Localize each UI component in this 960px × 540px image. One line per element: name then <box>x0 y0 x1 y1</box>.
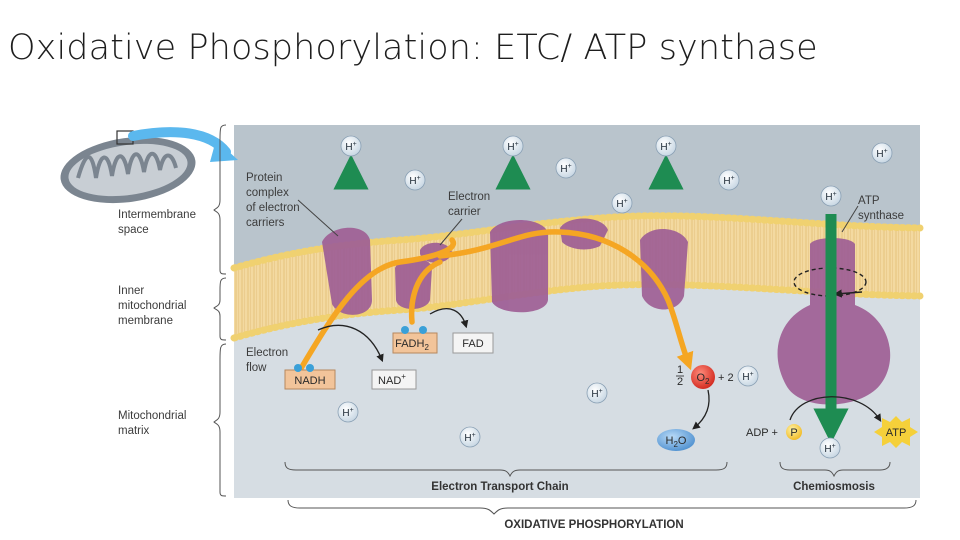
fad-label: FAD <box>462 338 483 350</box>
atp-reaction: ADP + P ATP <box>746 396 918 448</box>
region-labels: Intermembrane space Inner mitochondrial … <box>118 209 196 437</box>
callout-electron-flow-l1: Electron <box>246 347 288 359</box>
label-matrix-l1: Mitochondrial <box>118 410 186 422</box>
electron-flow-arrows <box>297 229 694 373</box>
svg-text:H+: H+ <box>345 141 356 153</box>
callout-atp-synthase-l1: ATP <box>858 195 880 207</box>
atp-label: ATP <box>886 427 907 439</box>
svg-text:H+: H+ <box>409 175 420 187</box>
callout-protein-complex-l3: of electron <box>246 202 300 214</box>
nad-label: NAD+ <box>378 372 406 387</box>
half-numerator: 1 <box>677 364 683 376</box>
svg-text:H+: H+ <box>723 175 734 187</box>
svg-text:H+: H+ <box>616 198 627 210</box>
proton-ions: H+ H+ H+ H+ H+ H+ H+ H+ H+ H+ H+ H+ H+ H… <box>337 135 893 459</box>
electron-path-fadh2 <box>408 259 443 325</box>
svg-text:H+: H+ <box>742 371 753 383</box>
proton-ion: H+ <box>655 135 677 157</box>
label-intermembrane-l2: space <box>118 224 149 236</box>
proton-ion: H+ <box>820 185 842 207</box>
callout-electron-carrier-l1: Electron <box>448 191 490 203</box>
bottom-brackets <box>284 461 917 515</box>
svg-text:H+: H+ <box>342 407 353 419</box>
svg-text:H+: H+ <box>824 443 835 455</box>
proton-ion: H+ <box>718 169 740 191</box>
svg-text:H+: H+ <box>507 141 518 153</box>
svg-text:H+: H+ <box>464 432 475 444</box>
nadh-label: NADH <box>294 375 325 387</box>
label-matrix-l2: matrix <box>118 425 150 437</box>
fadh2-label: FADH2 <box>395 338 429 352</box>
nadh-reaction: NADH NAD+ <box>284 324 417 390</box>
callout-atp-synthase-l2: synthase <box>858 210 904 222</box>
oxygen-reaction: 1 2 O2 + 2 H2O <box>657 364 734 451</box>
label-inner-l2: mitochondrial <box>118 300 186 312</box>
proton-ion: H+ <box>340 135 362 157</box>
electron-path-nadh <box>297 237 457 373</box>
p-label: P <box>790 427 797 439</box>
proton-ion: H+ <box>819 437 841 459</box>
h2o-label: H2O <box>666 435 687 449</box>
proton-ion: H+ <box>871 142 893 164</box>
proton-ion: H+ <box>737 365 759 387</box>
slide-title: Oxidative Phosphorylation: ETC/ ATP synt… <box>8 28 818 68</box>
water-molecule <box>657 429 695 451</box>
complex-ii <box>395 258 432 309</box>
phosphate <box>786 424 802 440</box>
plus-two-label: + 2 <box>718 372 734 384</box>
adp-plus-label: ADP + <box>746 427 778 439</box>
callout-protein-complex-l4: carriers <box>246 217 285 229</box>
svg-text:H+: H+ <box>660 141 671 153</box>
proton-ion: H+ <box>404 169 426 191</box>
svg-text:H+: H+ <box>591 388 602 400</box>
callouts: Protein complex of electron carriers Ele… <box>246 172 904 374</box>
label-inner-l1: Inner <box>118 285 144 297</box>
label-chemiosmosis: Chemiosmosis <box>793 481 875 493</box>
proton-ion: H+ <box>586 382 608 404</box>
mitochondrion-icon <box>60 127 238 204</box>
label-intermembrane-l1: Intermembrane <box>118 209 196 221</box>
proton-arrows <box>333 154 849 444</box>
proton-ion: H+ <box>555 157 577 179</box>
label-inner-l3: membrane <box>118 315 173 327</box>
proton-ion: H+ <box>502 135 524 157</box>
atp-synthase-rotor <box>793 267 867 297</box>
rotor-arrow <box>833 289 863 298</box>
label-oxidative-phosphorylation: OXIDATIVE PHOSPHORYLATION <box>504 519 683 531</box>
callout-protein-complex-l1: Protein <box>246 172 282 184</box>
half-denominator: 2 <box>677 376 683 388</box>
callout-protein-complex-l2: complex <box>246 187 289 199</box>
svg-text:H+: H+ <box>876 148 887 160</box>
proton-ion: H+ <box>459 426 481 448</box>
oxygen-molecule <box>691 365 715 389</box>
svg-text:H+: H+ <box>560 163 571 175</box>
callout-electron-carrier-l2: carrier <box>448 206 481 218</box>
atp-burst <box>874 416 918 448</box>
fadh2-reaction: FADH2 FAD <box>392 308 494 354</box>
label-etc: Electron Transport Chain <box>431 481 568 493</box>
svg-text:H+: H+ <box>825 191 836 203</box>
proton-ion: H+ <box>337 401 359 423</box>
electron-path-main <box>437 229 694 371</box>
callout-electron-flow-l2: flow <box>246 362 267 374</box>
region-brackets <box>213 124 227 497</box>
proton-ion: H+ <box>611 192 633 214</box>
o2-label: O2 <box>696 372 710 386</box>
